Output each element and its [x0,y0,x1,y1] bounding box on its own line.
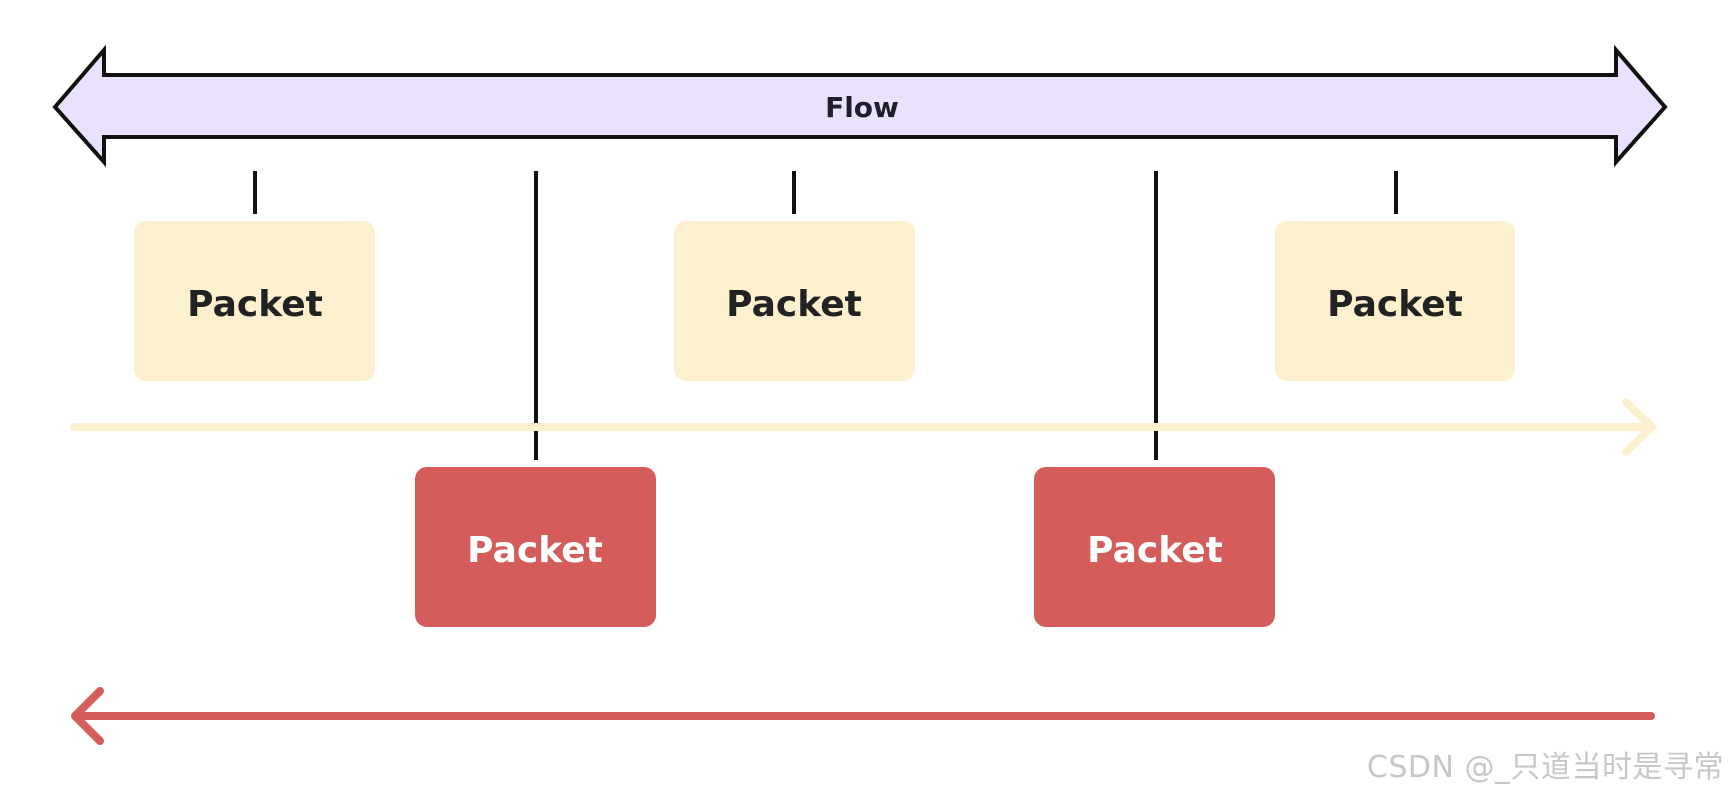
watermark: CSDN @_只道当时是寻常 [1366,750,1724,785]
packet-box: Packet [674,221,915,381]
packet-label: Packet [1087,530,1223,571]
packet-box: Packet [415,467,656,627]
forward-arrow [70,398,1656,456]
packet-label: Packet [187,284,323,325]
packet-box: Packet [1034,467,1275,627]
reverse-arrow [71,687,1655,745]
packet-box: Packet [134,221,375,381]
packet-label: Packet [726,284,862,325]
packet-box: Packet [1275,221,1515,381]
flow-double-arrow [52,44,1668,168]
flow-label: Flow [825,91,899,124]
packet-label: Packet [467,530,603,571]
packet-label: Packet [1327,284,1463,325]
